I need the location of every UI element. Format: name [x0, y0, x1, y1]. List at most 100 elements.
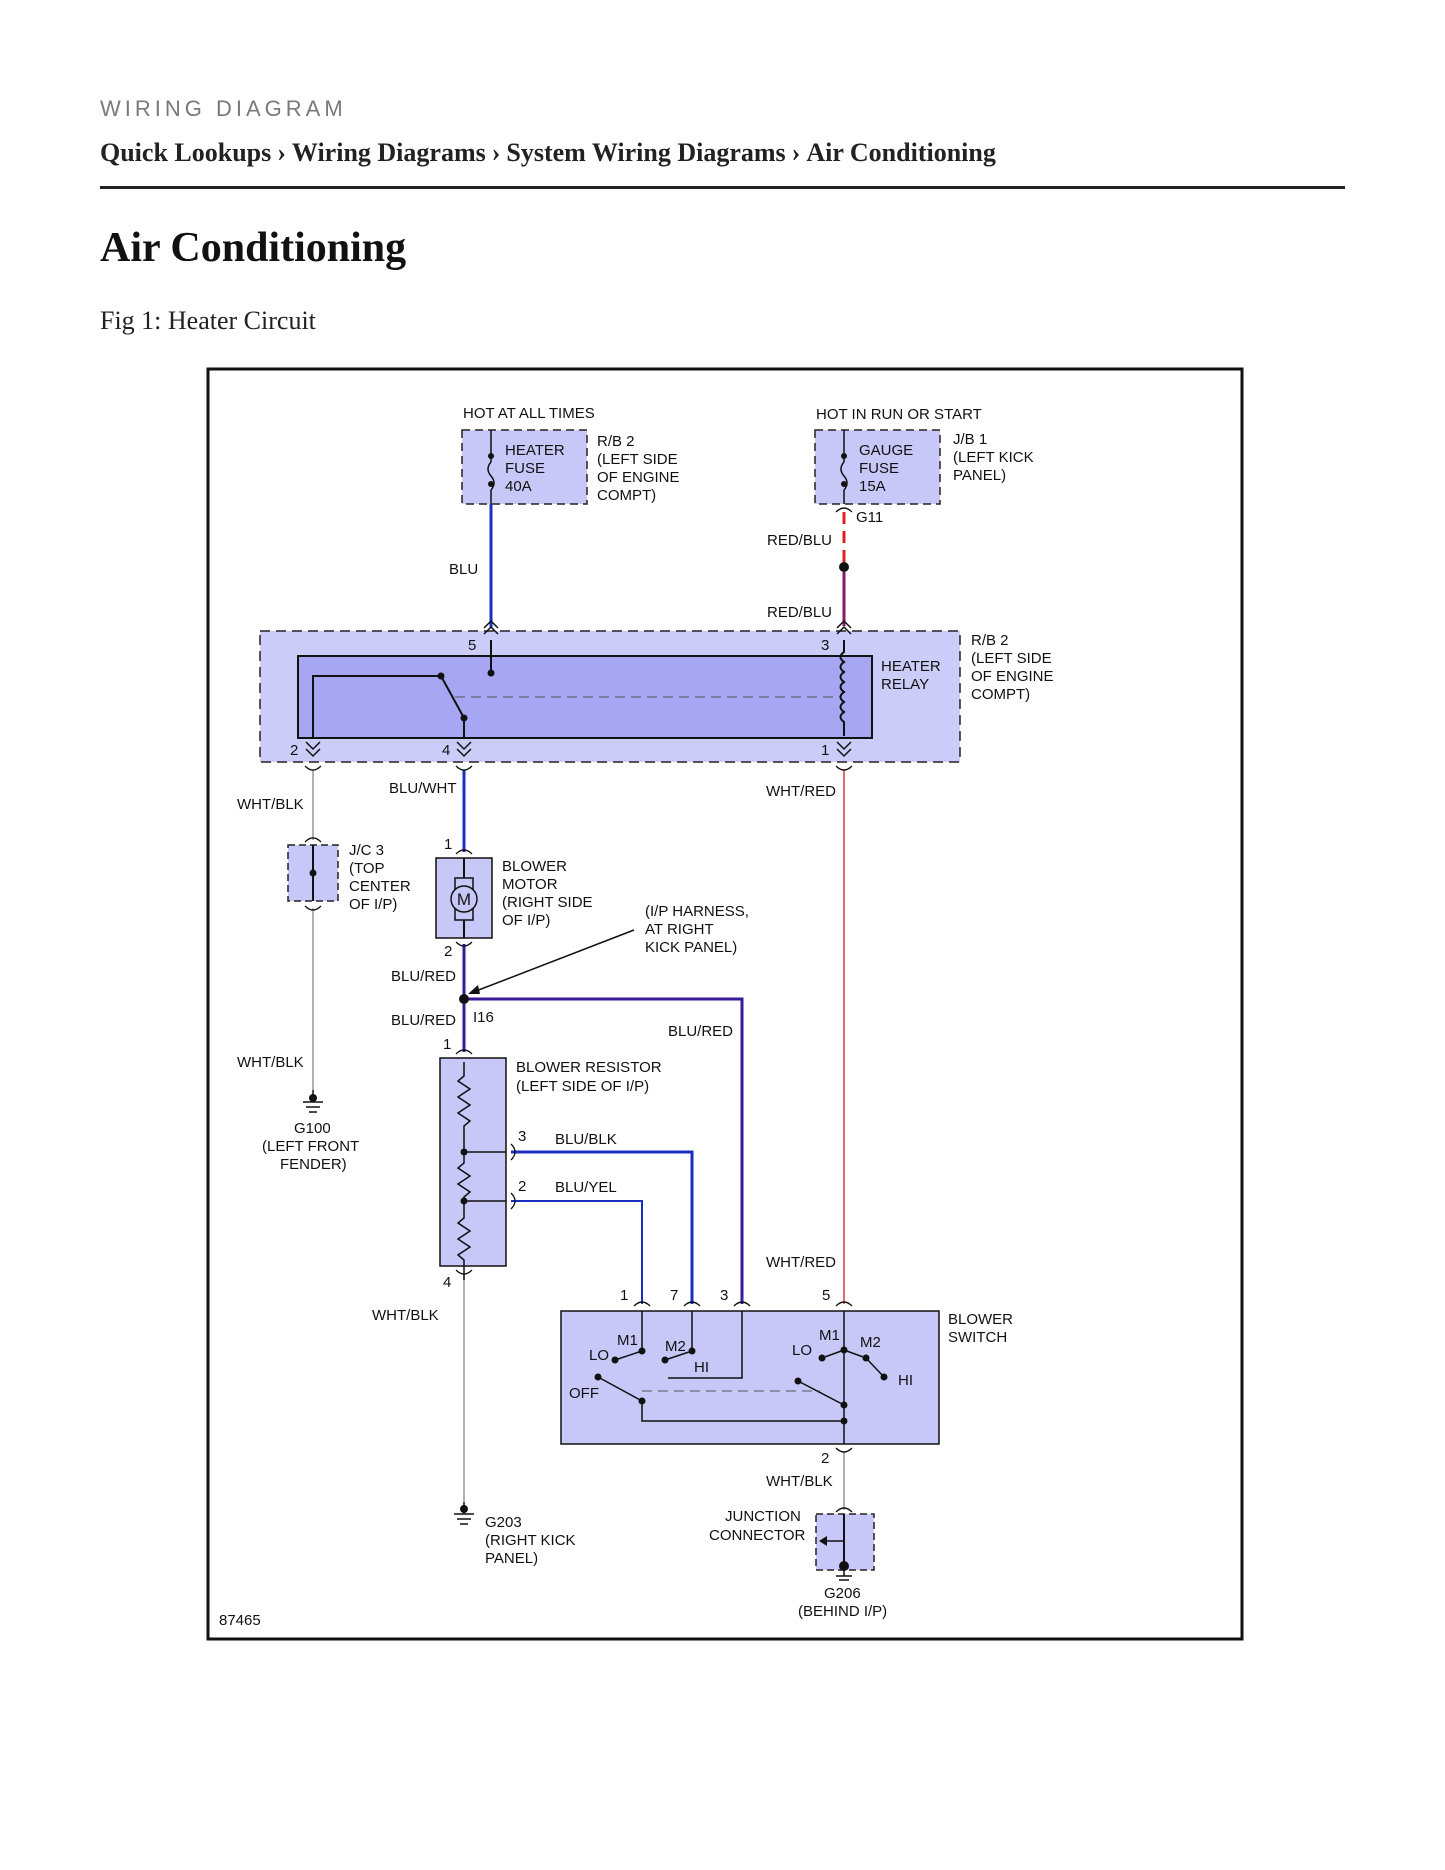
ground-g203-node: [460, 1505, 468, 1513]
heater-fuse-label-1: HEATER: [505, 442, 565, 459]
g203-label-1: G203: [485, 1514, 522, 1531]
jb1-label-2: (LEFT KICK: [953, 449, 1034, 466]
breadcrumb-item-air-conditioning[interactable]: Air Conditioning: [806, 138, 996, 167]
page-title: Air Conditioning: [100, 225, 407, 271]
breadcrumb-separator: ›: [491, 138, 501, 167]
wire-label-wht-blk-2: WHT/BLK: [237, 1054, 304, 1071]
gauge-fuse-box: [814, 429, 941, 505]
rb2-relay-label-2: (LEFT SIDE: [971, 650, 1052, 667]
switch-pin-3: 3: [720, 1287, 728, 1304]
relay-coil: [839, 640, 846, 736]
wire-label-blu-red-1: BLU/RED: [391, 968, 456, 985]
rb2-top-label-4: COMPT): [597, 487, 656, 504]
switch-position-lo-left: LO: [589, 1347, 609, 1364]
switch-pin-1: 1: [620, 1287, 628, 1304]
wire-label-wht-red-1: WHT/RED: [766, 783, 836, 800]
wire-label-blu-red-3: BLU/RED: [668, 1023, 733, 1040]
relay-connector-marks: [305, 619, 852, 758]
resistor-pin-2: 2: [518, 1178, 526, 1195]
relay-pin-2: 2: [290, 742, 298, 759]
junction-ground-node: [839, 1561, 849, 1571]
rb2-relay-label-1: R/B 2: [971, 632, 1009, 649]
relay-pin-3: 3: [821, 637, 829, 654]
gauge-fuse-terminal-bottom: [841, 481, 847, 487]
gauge-fuse-terminal-top: [841, 453, 847, 459]
jc3-label-4: OF I/P): [349, 896, 397, 913]
diagram-id: 87465: [219, 1612, 261, 1629]
wire-label-wht-red-2: WHT/RED: [766, 1254, 836, 1271]
resistor-pin-4: 4: [443, 1274, 451, 1291]
breadcrumb-separator: ›: [277, 138, 286, 167]
g206-label-1: G206: [824, 1585, 861, 1602]
breadcrumb-item-system-wiring-diagrams[interactable]: System Wiring Diagrams: [506, 138, 786, 167]
header-divider: [100, 186, 1345, 189]
g100-label-2: (LEFT FRONT: [262, 1138, 359, 1155]
resistor-tap-3-node: [460, 1148, 468, 1156]
blower-motor-label-2: MOTOR: [502, 876, 558, 893]
switch-position-m2-right: M2: [860, 1334, 881, 1351]
relay-contact-pivot: [437, 672, 445, 680]
harness-note-1: (I/P HARNESS,: [645, 903, 749, 920]
junction-connector-label-2: CONNECTOR: [709, 1527, 806, 1544]
breadcrumb: Quick Lookups›Wiring Diagrams›System Wir…: [100, 138, 996, 168]
wire-blu-red-to-switch: [464, 997, 744, 1304]
junction-arrow: [819, 1536, 827, 1546]
wire-label-wht-blk-1: WHT/BLK: [237, 796, 304, 813]
motor-pin-2: 2: [444, 943, 452, 960]
heater-fuse-label-3: 40A: [505, 478, 532, 495]
relay-pin-5: 5: [468, 637, 476, 654]
wire-label-blu-blk: BLU/BLK: [555, 1131, 617, 1148]
jc3-label-2: (TOP: [349, 860, 385, 877]
jc3-junction: [309, 869, 317, 877]
wire-label-blu-yel: BLU/YEL: [555, 1179, 617, 1196]
blower-resistor-label-1: BLOWER RESISTOR: [516, 1059, 662, 1076]
g206-label-2: (BEHIND I/P): [798, 1603, 887, 1620]
wire-blu-blk: [511, 1150, 694, 1304]
motor-symbol-label: M: [457, 890, 471, 909]
breadcrumb-item-quick-lookups[interactable]: Quick Lookups: [100, 138, 272, 167]
ground-g100-node: [309, 1094, 317, 1102]
jc3-label-1: J/C 3: [349, 842, 384, 859]
breadcrumb-item-wiring-diagrams[interactable]: Wiring Diagrams: [291, 138, 486, 167]
connector-g11-label: G11: [856, 509, 883, 526]
g100-label-3: FENDER): [280, 1156, 347, 1173]
ground-g206-icon: [836, 1570, 852, 1581]
splice-i16: [459, 994, 469, 1004]
label-hot-at-all-times: HOT AT ALL TIMES: [463, 405, 595, 422]
diagram-frame: [206, 367, 1244, 1641]
blower-resistor-box: [439, 1057, 507, 1267]
rb2-top-label-3: OF ENGINE: [597, 469, 680, 486]
switch-position-off: OFF: [569, 1385, 599, 1402]
blower-switch-label-1: BLOWER: [948, 1311, 1013, 1328]
blower-motor-label-3: (RIGHT SIDE: [502, 894, 593, 911]
resistor-coils: [456, 1062, 472, 1280]
switch-position-hi-left: HI: [694, 1359, 709, 1376]
heater-fuse-terminal-bottom: [488, 481, 494, 487]
relay-contact-supply-terminal: [487, 669, 495, 677]
motor-pin-1: 1: [444, 836, 452, 853]
heater-fuse-label-2: FUSE: [505, 460, 545, 477]
switch-position-m1-left: M1: [617, 1332, 638, 1349]
page-kicker: WIRING DIAGRAM: [100, 96, 347, 121]
rb2-top-label-2: (LEFT SIDE: [597, 451, 678, 468]
g203-label-3: PANEL): [485, 1550, 538, 1567]
wire-label-blu-red-2: BLU/RED: [391, 1012, 456, 1029]
gauge-fuse-label-3: 15A: [859, 478, 886, 495]
rb2-relay-label-3: OF ENGINE: [971, 668, 1054, 685]
jc3-label-3: CENTER: [349, 878, 411, 895]
blower-motor-label-4: OF I/P): [502, 912, 550, 929]
figure-caption: Fig 1: Heater Circuit: [100, 306, 316, 335]
harness-arrowhead: [468, 985, 480, 994]
blower-motor-label-1: BLOWER: [502, 858, 567, 875]
wire-label-blu-wht: BLU/WHT: [389, 780, 457, 797]
resistor-pin-1: 1: [443, 1036, 451, 1053]
heater-relay-label-2: RELAY: [881, 676, 929, 693]
wire-label-red-blu-1: RED/BLU: [767, 532, 832, 549]
heater-relay-label-1: HEATER: [881, 658, 941, 675]
blower-resistor-label-2: (LEFT SIDE OF I/P): [516, 1078, 649, 1095]
jb1-label-1: J/B 1: [953, 431, 987, 448]
harness-leader-line: [475, 929, 635, 992]
g203-label-2: (RIGHT KICK: [485, 1532, 576, 1549]
relay-pin-4: 4: [442, 742, 450, 759]
